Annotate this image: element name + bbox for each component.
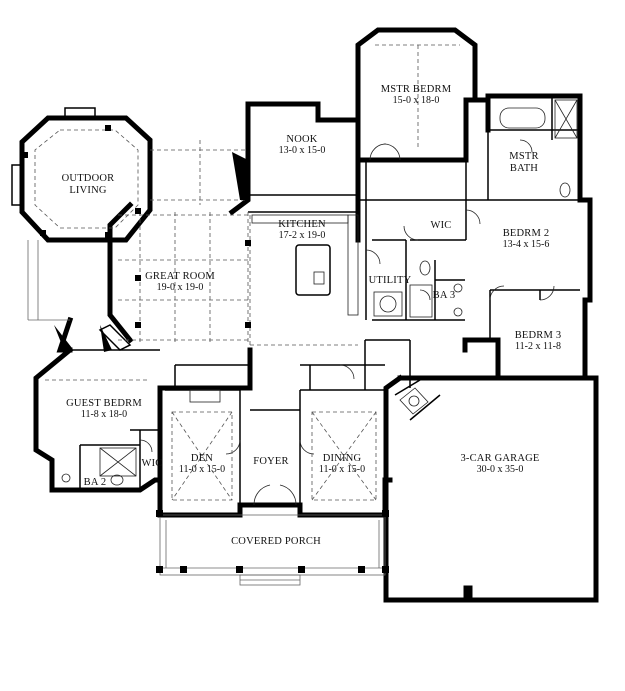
room-dims: 17-2 x 19-0 [279,230,326,241]
room-name: BA 3 [433,290,456,301]
exterior-walls [19,27,599,603]
room-bedrm-2: BEDRM 2 13-4 x 15-6 [503,228,550,250]
room-wic-master: WIC [430,220,451,231]
room-bedrm-3: BEDRM 3 11-2 x 11-8 [515,330,562,352]
interior-walls [70,96,580,505]
posts [22,125,389,573]
room-kitchen: KITCHEN 17-2 x 19-0 [278,219,326,241]
room-name: NOOK [286,134,317,145]
room-dining: DINING 11-0 x 15-0 [319,453,365,475]
room-garage: 3-CAR GARAGE 30-0 x 35-0 [460,453,539,475]
room-name-line: OUTDOOR [62,173,115,184]
room-name: DINING [323,453,362,464]
fixtures [11,99,578,486]
room-utility: UTILITY [369,275,412,286]
room-guest-bedrm: GUEST BEDRM 11-8 x 18-0 [66,398,142,420]
room-mstr-bath: MSTR BATH [509,151,538,174]
room-name-line: LIVING [69,185,107,196]
room-name: MSTR BEDRM [381,84,452,95]
room-name: BEDRM 3 [515,330,562,341]
room-ba-2: BA 2 [84,477,107,488]
room-dims: 19-0 x 19-0 [157,282,204,293]
wall-wedges [54,152,248,352]
room-dims: 11-0 x 15-0 [179,464,225,475]
room-name: COVERED PORCH [231,536,321,547]
room-wic-guest: WIC [141,458,162,469]
room-foyer: FOYER [253,456,288,467]
room-name: DEN [191,453,213,464]
ceiling-lines [34,44,460,501]
room-name-line: MSTR [509,151,538,162]
room-den: DEN 11-0 x 15-0 [179,453,225,475]
room-covered-porch: COVERED PORCH [231,536,321,547]
room-name: 3-CAR GARAGE [460,453,539,464]
covered-porch-structure [27,240,386,586]
room-name: KITCHEN [278,219,326,230]
room-name: BEDRM 2 [503,228,550,239]
room-nook: NOOK 13-0 x 15-0 [279,134,326,156]
room-name-line: BATH [510,163,538,174]
room-ba-3: BA 3 [433,290,456,301]
room-name: BA 2 [84,477,107,488]
room-dims: 15-0 x 18-0 [393,95,440,106]
room-dims: 30-0 x 35-0 [477,464,524,475]
room-name: WIC [141,458,162,469]
room-dims: 11-0 x 15-0 [319,464,365,475]
door-swings [139,139,555,506]
room-dims: 13-0 x 15-0 [279,145,326,156]
room-mstr-bedrm: MSTR BEDRM 15-0 x 18-0 [381,84,452,106]
room-dims: 13-4 x 15-6 [503,239,550,250]
room-name: WIC [430,220,451,231]
room-dims: 11-2 x 11-8 [515,341,561,352]
room-labels: MSTR BEDRM 15-0 x 18-0 MSTR BATH NOOK 13… [62,84,562,547]
room-name: GREAT ROOM [145,271,215,282]
room-name: GUEST BEDRM [66,398,142,409]
room-great-room: GREAT ROOM 19-0 x 19-0 [145,271,215,293]
room-outdoor-living: OUTDOOR LIVING [62,173,115,196]
room-dims: 11-8 x 18-0 [81,409,127,420]
room-name: FOYER [253,456,288,467]
room-name: UTILITY [369,275,412,286]
